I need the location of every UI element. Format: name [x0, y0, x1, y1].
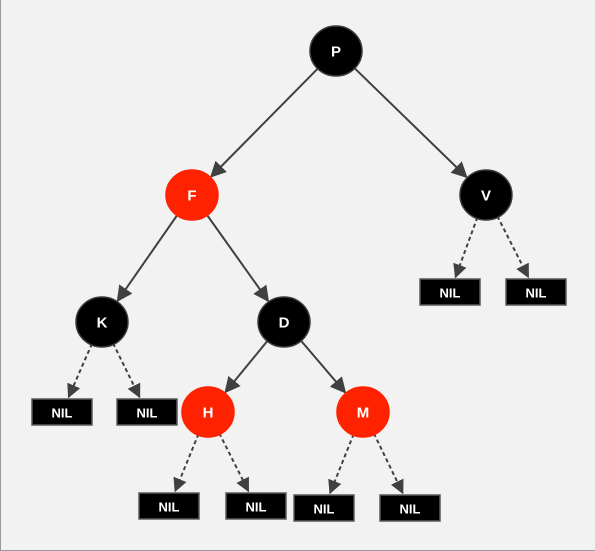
nil-box — [379, 494, 441, 522]
nil-box — [293, 494, 355, 522]
nil-leaf: NIL — [116, 398, 178, 426]
nil-box — [138, 492, 200, 520]
tree-node-f: F — [165, 169, 219, 221]
tree-node-m: M — [336, 386, 390, 438]
tree-node-v: V — [459, 169, 513, 221]
node-circle-red — [336, 386, 390, 438]
node-label: V — [481, 188, 491, 205]
edge-f-k — [116, 213, 179, 303]
edge-p-f — [209, 67, 320, 178]
nil-label: NIL — [52, 406, 73, 421]
edge-d-m — [299, 339, 347, 394]
edge-v-nil-v-right — [496, 215, 530, 279]
nil-label: NIL — [440, 286, 461, 301]
node-label: H — [203, 405, 214, 422]
node-circle-black — [459, 169, 513, 221]
tree-node-k: K — [75, 296, 129, 348]
node-label: D — [279, 315, 290, 332]
tree-node-p: P — [309, 25, 363, 77]
nil-label: NIL — [526, 286, 547, 301]
tree-node-h: H — [181, 386, 235, 438]
nil-leaf: NIL — [419, 278, 481, 306]
edge-d-h — [224, 339, 269, 394]
nodes-layer: P F V K D H M NIL NIL NIL NIL NIL NIL NIL NIL — [31, 25, 567, 522]
nil-label: NIL — [159, 500, 180, 515]
nil-box — [505, 278, 567, 306]
node-circle-black — [75, 296, 129, 348]
nil-box — [225, 492, 287, 520]
node-label: K — [97, 315, 108, 332]
edge-k-nil-k-left — [67, 343, 93, 399]
node-label: M — [357, 405, 370, 422]
edge-k-nil-k-right — [112, 342, 141, 399]
node-label: F — [187, 188, 196, 205]
nil-box — [31, 398, 93, 426]
nil-leaf: NIL — [138, 492, 200, 520]
nil-label: NIL — [137, 406, 158, 421]
node-label: P — [331, 44, 341, 61]
nil-leaf: NIL — [225, 492, 287, 520]
nil-leaf: NIL — [505, 278, 567, 306]
nil-label: NIL — [314, 502, 335, 517]
nil-box — [116, 398, 178, 426]
edge-m-nil-m-left — [328, 433, 355, 495]
tree-node-d: D — [257, 296, 311, 348]
edge-m-nil-m-right — [372, 432, 404, 495]
nil-leaf: NIL — [293, 494, 355, 522]
nil-leaf: NIL — [379, 494, 441, 522]
edge-h-nil-h-right — [218, 432, 250, 493]
node-circle-black — [257, 296, 311, 348]
edges-layer — [67, 66, 530, 495]
edge-f-d — [205, 213, 270, 303]
node-circle-black — [309, 25, 363, 77]
nil-label: NIL — [400, 502, 421, 517]
nil-label: NIL — [246, 500, 267, 515]
edge-p-v — [353, 66, 468, 179]
edge-h-nil-h-left — [173, 433, 200, 493]
edge-v-nil-v-left — [453, 216, 479, 279]
node-circle-red — [181, 386, 235, 438]
node-circle-red — [165, 169, 219, 221]
nil-leaf: NIL — [31, 398, 93, 426]
nil-box — [419, 278, 481, 306]
